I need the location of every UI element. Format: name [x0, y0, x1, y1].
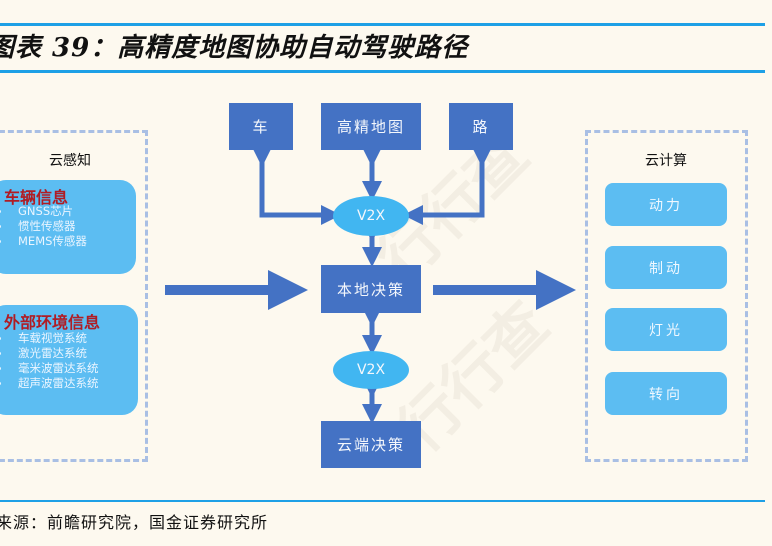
node-road: 路 — [449, 103, 513, 150]
title-rule-bottom — [0, 70, 765, 73]
vehicle-info-box: 车辆信息 GNSS芯片 惯性传感器 MEMS传感器 — [0, 180, 136, 274]
cloud-computing-panel — [585, 130, 748, 462]
source-note: 来源：前瞻研究院，国金证券研究所 — [0, 513, 269, 532]
vehicle-info-item: MEMS传感器 — [0, 234, 87, 249]
compute-item-braking: 制动 — [605, 246, 727, 289]
external-env-item: 毫米波雷达系统 — [0, 361, 99, 376]
node-hd-map: 高精地图 — [321, 103, 421, 150]
title-rule-top — [0, 23, 765, 26]
cloud-perception-panel — [0, 130, 148, 462]
external-env-box: 外部环境信息 车载视觉系统 激光雷达系统 毫米波雷达系统 超声波雷达系统 — [0, 305, 138, 415]
cloud-perception-title: 云感知 — [49, 153, 91, 169]
node-v2x-bottom: V2X — [333, 351, 409, 389]
external-env-item: 车载视觉系统 — [0, 331, 99, 346]
external-env-heading: 外部环境信息 — [4, 313, 101, 332]
arrow-road-v2x — [403, 146, 492, 225]
vehicle-info-item: GNSS芯片 — [0, 204, 87, 219]
external-env-item: 激光雷达系统 — [0, 346, 99, 361]
cloud-computing-title: 云计算 — [645, 153, 687, 169]
node-car: 车 — [229, 103, 293, 150]
compute-item-lights: 灯光 — [605, 308, 727, 351]
node-cloud-decision: 云端决策 — [321, 421, 421, 468]
node-local-decision: 本地决策 — [321, 265, 421, 313]
external-env-item: 超声波雷达系统 — [0, 376, 99, 391]
vehicle-info-item: 惯性传感器 — [0, 219, 87, 234]
vehicle-info-heading: 车辆信息 — [4, 188, 69, 207]
node-v2x-top: V2X — [333, 196, 409, 236]
source-rule — [0, 500, 765, 502]
figure-title: 图表 39：高精度地图协助自动驾驶路径 — [0, 33, 469, 63]
arrow-car-v2x — [252, 146, 341, 225]
compute-item-power: 动力 — [605, 183, 727, 226]
compute-item-steering: 转向 — [605, 372, 727, 415]
